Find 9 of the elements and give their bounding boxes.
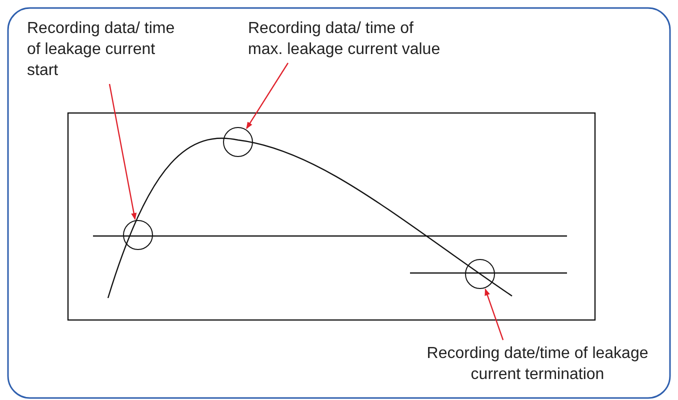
callout-text: Recording data/ time of max. leakage current value	[248, 18, 448, 60]
marker-circle	[223, 127, 253, 157]
marker-circle	[123, 220, 153, 250]
callout-text: Recording data/ time of leakage current start	[27, 18, 177, 81]
arrow	[246, 62, 288, 130]
arrow	[484, 288, 504, 340]
callout-text: Recording date/time of leakage current termination	[405, 343, 670, 385]
arrow	[108, 84, 137, 220]
marker-circle	[465, 259, 495, 289]
